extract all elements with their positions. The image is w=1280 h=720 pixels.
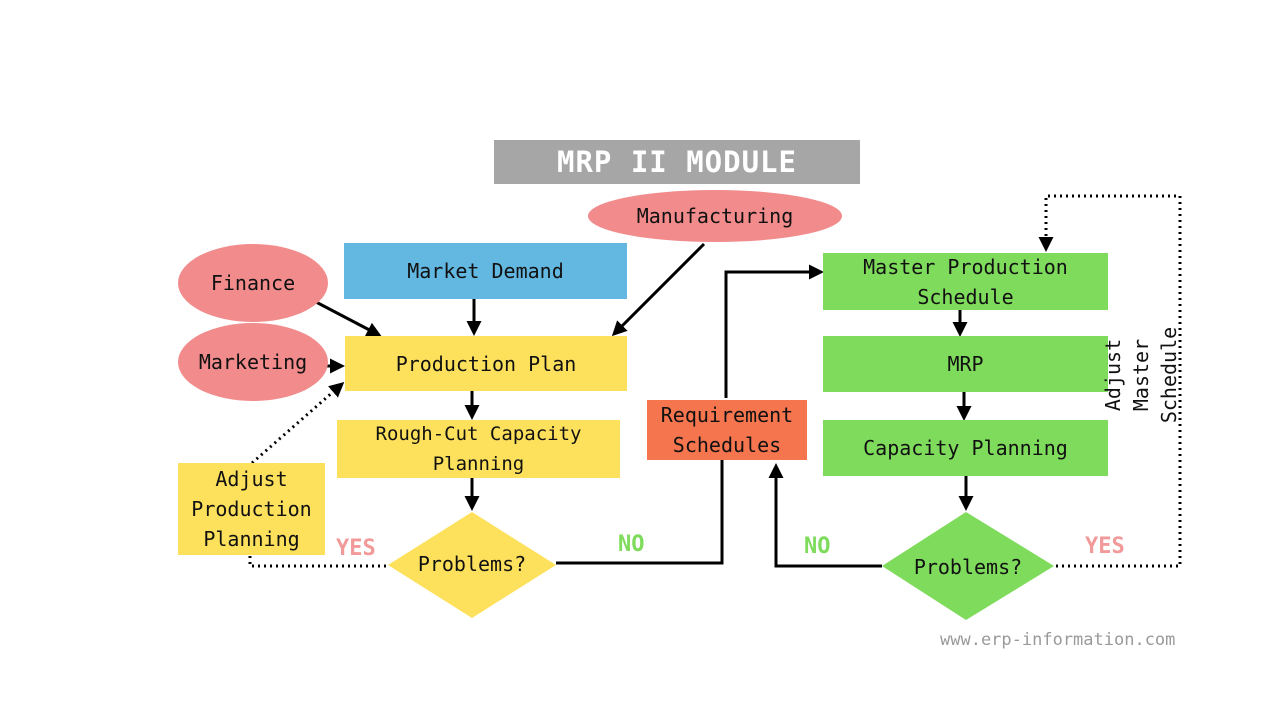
edge-requirements-to-master <box>724 264 824 398</box>
edge-problems-left-no <box>556 460 724 565</box>
marketing-node: Marketing <box>178 323 328 401</box>
problems-left-label: Problems? <box>417 552 527 576</box>
edge-manufacturing-to-plan <box>611 242 706 337</box>
adjust-master-schedule-container: Adjust Master Schedule <box>1096 290 1186 460</box>
diagram-title: MRP II MODULE <box>494 140 860 184</box>
edge-problems-right-no <box>768 463 882 568</box>
requirement-schedules-node: Requirement Schedules <box>647 400 807 460</box>
problems-right-label: Problems? <box>913 555 1023 579</box>
yes-right-label: YES <box>1085 534 1125 559</box>
manufacturing-node: Manufacturing <box>588 190 842 242</box>
edge-finance-to-plan <box>315 300 382 337</box>
market-demand-node: Market Demand <box>344 243 627 299</box>
problems-right-diamond <box>882 512 1054 620</box>
capacity-planning-node: Capacity Planning <box>823 420 1108 476</box>
mrp-node: MRP <box>823 336 1108 392</box>
yes-left-label: YES <box>336 536 376 561</box>
adjust-production-node: Adjust Production Planning <box>178 463 325 555</box>
finance-node: Finance <box>178 244 328 322</box>
problems-left-diamond <box>388 512 556 618</box>
edge-adjust-to-plan <box>251 382 345 465</box>
production-plan-node: Production Plan <box>345 336 627 391</box>
rough-cut-capacity-node: Rough-Cut Capacity Planning <box>337 420 620 478</box>
no-right-label: NO <box>804 534 831 559</box>
adjust-master-schedule-label: Adjust Master Schedule <box>1101 326 1182 424</box>
master-production-schedule-node: Master Production Schedule <box>823 253 1108 310</box>
edge-problems-right-yes <box>1038 194 1182 568</box>
website-footer: www.erp-information.com <box>940 630 1176 650</box>
no-left-label: NO <box>618 532 645 557</box>
